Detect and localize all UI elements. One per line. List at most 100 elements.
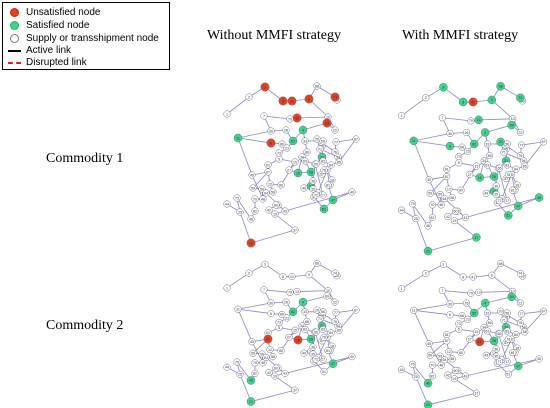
node-label: 5 [458,328,460,332]
node-label: 59 [251,351,255,355]
supply-node: 3 [261,260,269,268]
satisfied-node: 4 [480,128,490,137]
node-label: 26 [284,128,288,132]
active-link-icon [7,49,21,52]
node-label: 80 [459,189,463,193]
node-label: 31 [320,155,324,159]
node-label: 2 [248,271,250,275]
node-label: 70 [430,364,434,368]
node-label: 19 [452,377,456,381]
supply-node: 19 [450,375,458,383]
node-label: 77 [334,311,338,315]
node-label: 33 [303,139,307,143]
satisfied-node: 28 [306,334,316,344]
node-label: 45 [250,173,254,177]
supply-node: 60 [451,207,460,215]
supply-node: 61 [264,329,272,337]
supply-node: 44 [398,366,406,374]
node-label: 72 [314,358,318,362]
supply-node: 5 [275,155,283,163]
supply-node: 46 [424,222,432,230]
row-title-commodity-2: Commodity 2 [46,318,124,333]
node-label: 27 [468,337,472,341]
node-label: 67 [266,337,270,341]
supply-node: 12 [445,348,453,356]
supply-node: 33 [301,308,309,316]
node-label: 30 [269,301,273,305]
supply-node: 71 [316,315,324,323]
supply-node: 73 [455,320,463,328]
node-label: 22 [333,300,337,304]
node-label: 40 [537,196,541,200]
node-label: 30 [448,302,452,306]
supply-node: 86 [303,148,311,156]
node-label: 10 [511,290,515,294]
node-label: 1 [401,114,403,118]
node-label: 19 [273,212,277,216]
supply-node: 72 [312,355,320,363]
supply-node: 23 [464,147,472,155]
node-label: 22 [518,131,522,135]
supply-node: 43 [461,372,469,380]
satisfied-node: 68 [496,82,505,91]
node-label: 47 [516,364,520,368]
satisfied-node: 11 [233,133,243,143]
node-label: 61 [445,168,449,172]
supply-node: 36 [309,177,317,185]
supply-node: 48 [259,359,267,367]
supply-node: 35 [492,352,500,360]
node-label: 4 [302,128,304,132]
node-label: 46 [249,379,253,383]
node-label: 6 [449,144,451,148]
node-label: 3 [264,263,266,267]
node-label: 23 [466,318,470,322]
satisfied-node: 21 [246,397,256,406]
supply-node: 63 [483,161,491,169]
node-label: 75 [235,360,239,364]
satisfied-node: 69 [507,120,516,130]
node-label: 30 [448,132,452,136]
supply-node: 19 [450,217,458,225]
node-label: 61 [266,163,270,167]
supply-node: 72 [495,358,504,366]
node-label: 79 [469,119,473,123]
network-panel-c1-with: 1234567891011121314151617181920212223242… [398,82,548,256]
node-label: 79 [288,117,292,121]
node-label: 15 [474,164,478,168]
node-label: 44 [225,202,229,206]
node-label: 49 [484,354,488,358]
node-label: 69 [325,294,329,298]
column-title-without: Without MMFI strategy [207,28,341,43]
network-link [296,116,329,119]
supply-node: 20 [313,306,321,314]
network-link [427,237,477,252]
supply-node: 23 [464,315,472,323]
node-label: 37 [293,388,297,392]
node-label: 28 [309,337,313,341]
supply-node: 43 [461,213,469,222]
node-label: 68 [499,262,503,266]
network-link [428,343,442,366]
node-label: 55 [504,148,508,152]
supply-node: 27 [466,170,474,178]
supply-node: 2 [245,269,253,277]
supply-node: 70 [428,361,436,369]
satisfied-node: 4 [298,297,308,307]
supply-node: 64 [262,354,270,362]
node-label: 47 [331,362,335,366]
supply-node: 40 [348,188,356,196]
node-label: 46 [426,224,430,228]
node-label: 27 [468,173,472,177]
node-label: 9 [491,98,493,102]
node-label: 45 [427,342,431,346]
supply-node: 15 [291,158,299,166]
supply-node: 80 [457,349,465,357]
node-label: 44 [400,208,404,212]
supply-node: 22 [516,128,524,137]
supply-node: 6 [446,311,454,319]
supply-node: 44 [223,363,231,371]
unsatisfied-node: 69 [322,118,332,128]
node-label: 59 [428,192,432,196]
network-link [226,96,250,115]
node-label: 58 [271,355,275,359]
